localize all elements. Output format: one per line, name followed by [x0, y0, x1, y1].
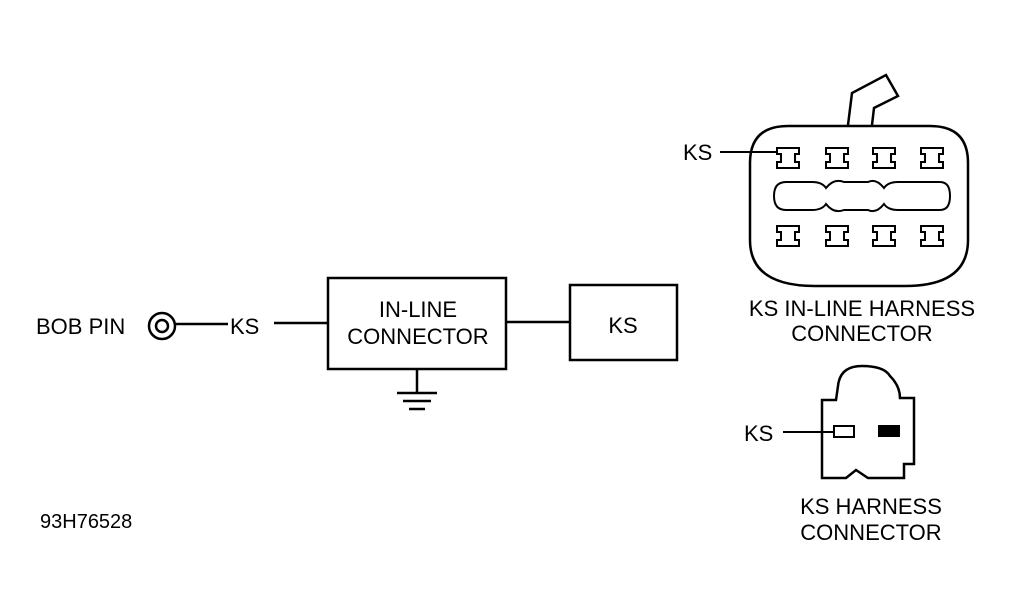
inline-harness-caption-line2: CONNECTOR [791, 321, 932, 346]
bob-pin-label: BOB PIN [36, 314, 125, 339]
harness-connector-icon [820, 364, 916, 480]
harness-caption-line2: CONNECTOR [800, 520, 941, 545]
figure-code: 93H76528 [40, 511, 132, 533]
ks-sensor-label: KS [608, 313, 637, 338]
inline-harness-connector-icon [748, 73, 970, 288]
harness-caption-line1: KS HARNESS [800, 494, 942, 519]
inline-connector-label-line1: IN-LINE [379, 297, 457, 322]
inline-harness-ks-label: KS [683, 140, 712, 165]
ground-icon [397, 369, 437, 411]
bob-pin-terminal-icon [147, 311, 177, 341]
inline-harness-caption-line1: KS IN-LINE HARNESS [749, 296, 975, 321]
harness-ks-label: KS [744, 421, 773, 446]
ks-wire-label: KS [230, 314, 259, 339]
inline-connector-label-line2: CONNECTOR [347, 324, 488, 349]
ks-sensor-box [568, 283, 679, 362]
